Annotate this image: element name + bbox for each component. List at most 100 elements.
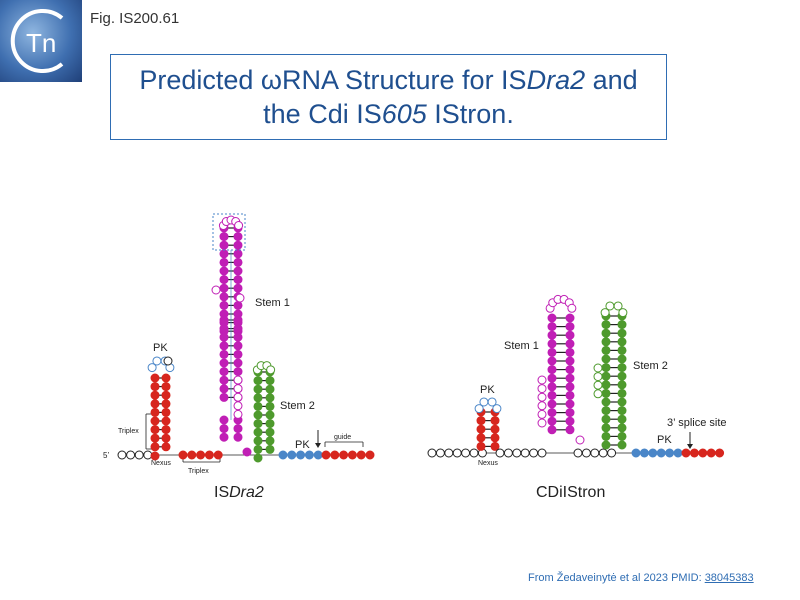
pk-label-bottom: PK bbox=[295, 439, 310, 451]
nucleotide bbox=[565, 365, 575, 375]
nucleotide bbox=[265, 384, 275, 394]
nucleotide bbox=[219, 424, 229, 434]
nucleotide bbox=[648, 448, 658, 458]
nucleotide bbox=[537, 392, 547, 402]
nucleotide bbox=[134, 450, 144, 460]
nucleotide bbox=[617, 320, 627, 330]
nucleotide bbox=[617, 388, 627, 398]
nucleotide bbox=[147, 363, 157, 373]
nucleotide bbox=[219, 341, 229, 351]
nucleotide bbox=[617, 431, 627, 441]
nucleotide bbox=[219, 415, 229, 425]
nucleotide bbox=[547, 356, 557, 366]
nucleotide bbox=[601, 406, 611, 416]
nucleotide bbox=[565, 416, 575, 426]
nucleotide bbox=[600, 308, 610, 318]
nucleotide bbox=[656, 448, 666, 458]
nucleotide bbox=[487, 397, 497, 407]
title-text: and bbox=[585, 65, 638, 95]
nucleotide bbox=[117, 450, 127, 460]
nucleotide bbox=[565, 330, 575, 340]
nucleotide bbox=[573, 448, 583, 458]
nucleotide bbox=[452, 448, 462, 458]
nucleotide bbox=[233, 257, 243, 267]
nucleotide bbox=[253, 427, 263, 437]
right-panel-caption: CDiIStron bbox=[536, 484, 606, 501]
nucleotide bbox=[479, 397, 489, 407]
nucleotide bbox=[266, 365, 276, 375]
nucleotide bbox=[537, 384, 547, 394]
left-panel-caption: ISDra2 bbox=[214, 484, 264, 502]
nucleotide bbox=[593, 372, 603, 382]
nucleotide bbox=[265, 444, 275, 454]
nucleotide bbox=[617, 328, 627, 338]
nucleotide bbox=[503, 448, 513, 458]
nucleotide bbox=[150, 390, 160, 400]
nucleotide bbox=[593, 389, 603, 399]
nucleotide bbox=[547, 399, 557, 409]
nucleotide bbox=[219, 257, 229, 267]
nucleotide bbox=[435, 448, 445, 458]
nucleotide bbox=[265, 393, 275, 403]
nucleotide bbox=[617, 363, 627, 373]
nucleotide bbox=[219, 384, 229, 394]
nucleotide bbox=[219, 324, 229, 334]
nucleotide bbox=[565, 382, 575, 392]
nucleotide bbox=[547, 425, 557, 435]
nucleotide bbox=[161, 433, 171, 443]
nucleotide bbox=[537, 375, 547, 385]
title-text: the Cdi IS bbox=[263, 99, 382, 129]
nucleotide bbox=[598, 448, 608, 458]
nucleotide bbox=[287, 450, 297, 460]
nucleotide bbox=[365, 450, 375, 460]
left-panel-labels: PK Stem 1 Stem 2 PK guide Triplex Triple… bbox=[103, 297, 351, 475]
nucleotide bbox=[150, 433, 160, 443]
stem1-label-right: Stem 1 bbox=[504, 340, 539, 352]
nucleotide bbox=[601, 431, 611, 441]
nucleotide bbox=[150, 399, 160, 409]
nucleotide bbox=[565, 339, 575, 349]
nucleotide bbox=[253, 444, 263, 454]
stem1-label: Stem 1 bbox=[255, 297, 290, 309]
nucleotide bbox=[235, 293, 245, 303]
nucleotide bbox=[253, 436, 263, 446]
nucleotide bbox=[565, 390, 575, 400]
triplex-label-bottom: Triplex bbox=[188, 468, 209, 475]
nucleotide bbox=[565, 322, 575, 332]
nucleotide bbox=[520, 448, 530, 458]
nucleotide bbox=[219, 332, 229, 342]
pk-label-top-right: PK bbox=[480, 384, 495, 396]
nucleotide bbox=[547, 313, 557, 323]
nucleotide bbox=[265, 410, 275, 420]
nucleotide bbox=[233, 424, 243, 434]
nucleotide bbox=[253, 376, 263, 386]
caption-italic: Dra2 bbox=[229, 484, 264, 501]
nucleotide bbox=[547, 408, 557, 418]
nucleotide bbox=[253, 453, 263, 463]
title-line-2: the Cdi IS605 IStron. bbox=[263, 97, 514, 131]
nucleotide bbox=[601, 345, 611, 355]
nucleotide bbox=[461, 448, 471, 458]
stem2-label: Stem 2 bbox=[280, 400, 315, 412]
nucleotide-layer bbox=[117, 213, 725, 463]
figure-label: Fig. IS200.61 bbox=[90, 10, 180, 27]
nucleotide bbox=[161, 373, 171, 383]
highlight-box bbox=[212, 213, 246, 251]
nucleotide bbox=[617, 345, 627, 355]
nucleotide bbox=[219, 232, 229, 242]
pmid-link[interactable]: 38045383 bbox=[704, 572, 754, 584]
arrowhead-icon bbox=[687, 444, 693, 449]
nucleotide bbox=[233, 401, 243, 411]
nucleotide bbox=[476, 433, 486, 443]
title-line-1: Predicted ωRNA Structure for ISDra2 and bbox=[139, 63, 637, 97]
nucleotide bbox=[233, 332, 243, 342]
nucleotide bbox=[242, 447, 252, 457]
nucleotide bbox=[565, 425, 575, 435]
nucleotide bbox=[617, 397, 627, 407]
nucleotide bbox=[537, 409, 547, 419]
nucleotide bbox=[233, 324, 243, 334]
nucleotide bbox=[196, 450, 206, 460]
nucleotide bbox=[265, 401, 275, 411]
nucleotide bbox=[490, 433, 500, 443]
nucleotide bbox=[618, 308, 628, 318]
